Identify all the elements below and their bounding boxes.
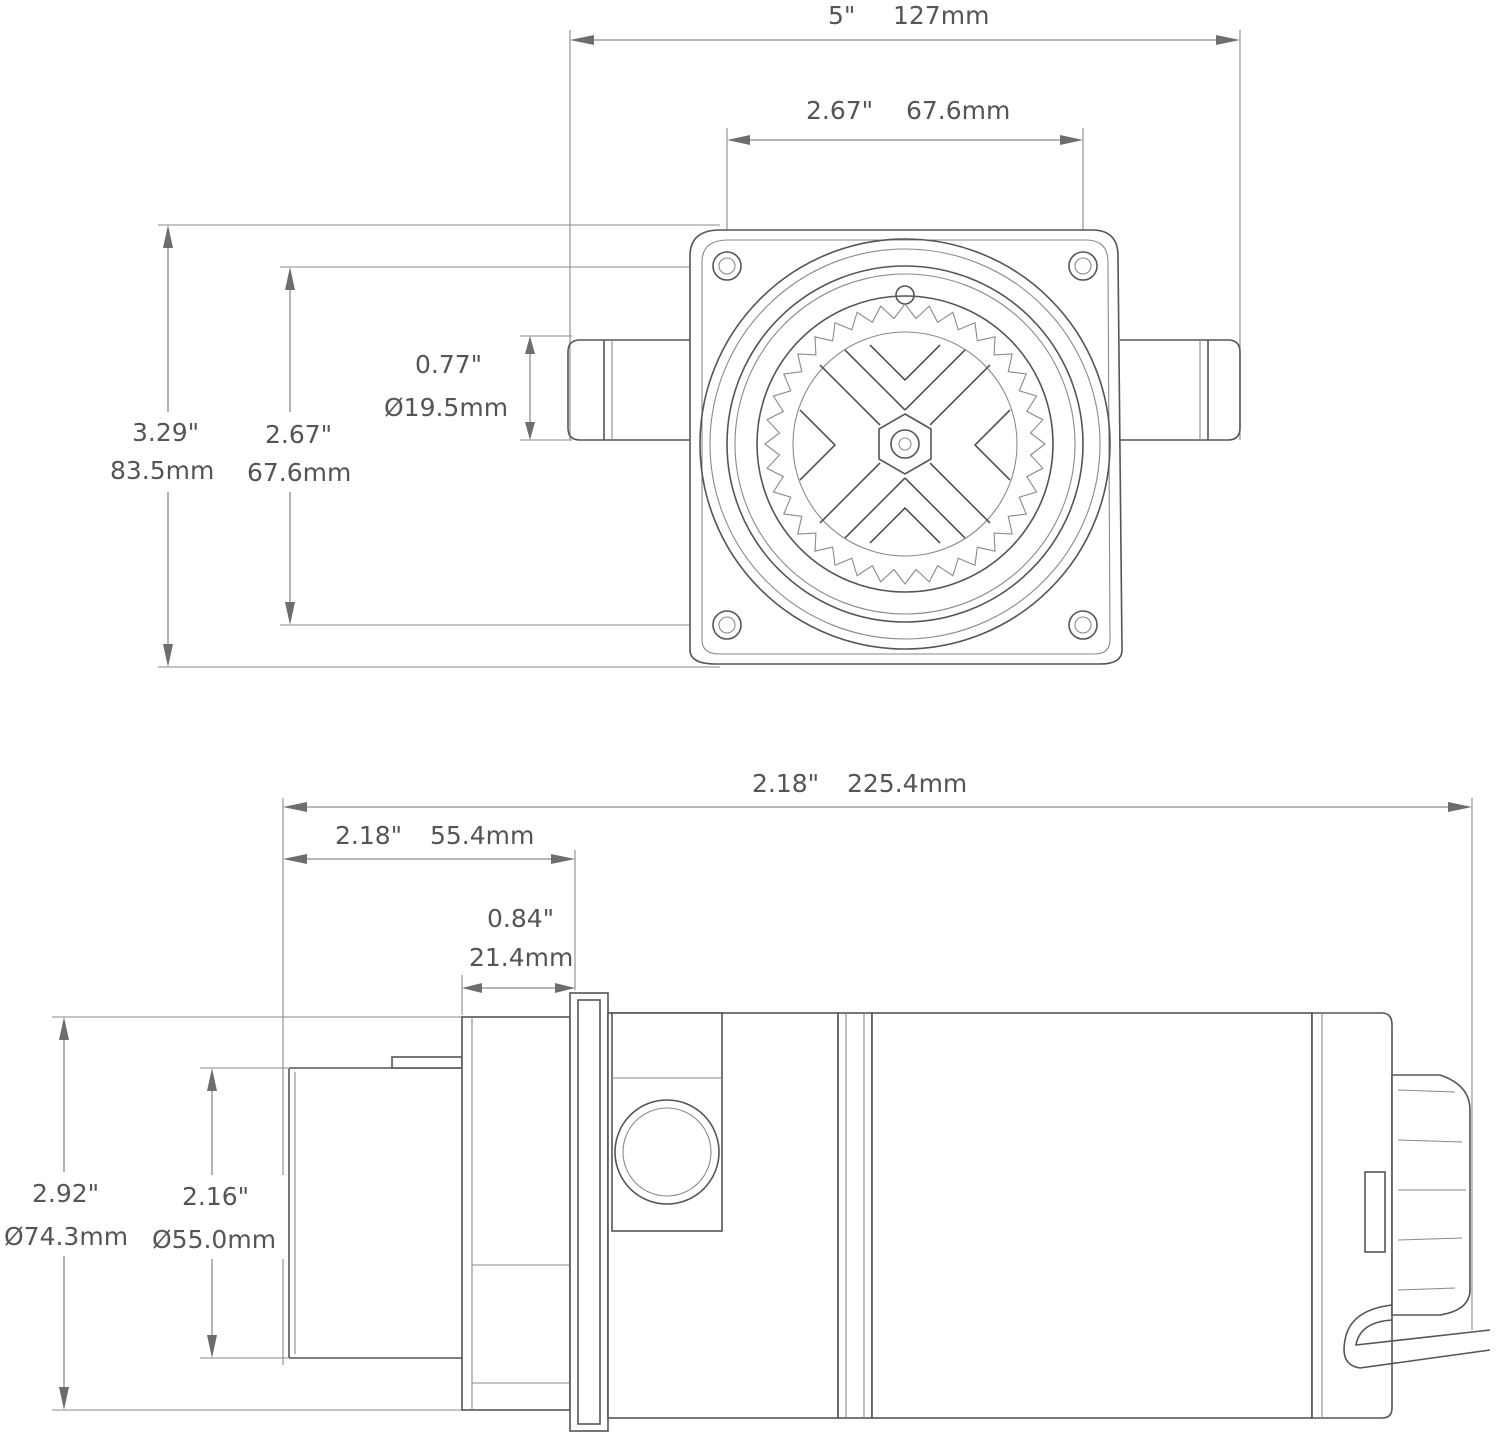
flange-thickness-inch: 0.84" [487, 904, 554, 933]
right-hose-port [1120, 339, 1241, 441]
dimension-overall-width: 5" 127mm [569, 1, 1241, 440]
dimension-hole-spacing-vertical: 2.67" 67.6mm [245, 266, 722, 626]
hole-spacing-v-inch: 2.67" [265, 420, 332, 449]
dimension-port-diameter: 0.77" Ø19.5mm [384, 335, 572, 441]
left-hose-port [567, 339, 690, 441]
hole-spacing-v-mm: 67.6mm [247, 458, 351, 487]
inlet-cylinder [288, 1056, 463, 1359]
overall-height-inch: 3.29" [132, 418, 199, 447]
dimension-overall-height: 3.29" 83.5mm [110, 224, 720, 668]
impeller [764, 303, 1046, 585]
body-diameter-inch: 2.92" [32, 1179, 99, 1208]
side-view: 2.18" 225.4mm 2.18" 55.4mm 0.84" 21.4mm [2, 769, 1491, 1432]
body-diameter-mm: Ø74.3mm [4, 1222, 128, 1251]
pump-head [607, 1012, 839, 1419]
mounting-flange [461, 992, 609, 1432]
pump-housing [699, 238, 1111, 650]
flange-thickness-mm: 21.4mm [469, 943, 573, 972]
dimension-inlet-diameter: 2.16" Ø55.0mm [150, 1067, 288, 1359]
overall-width-mm: 127mm [893, 1, 989, 30]
dimension-flange-thickness: 0.84" 21.4mm [461, 904, 575, 1015]
square-flange [689, 229, 1123, 665]
hole-spacing-h-mm: 67.6mm [906, 96, 1010, 125]
dimension-body-diameter: 2.92" Ø74.3mm [2, 1016, 570, 1411]
front-length-mm: 55.4mm [430, 821, 534, 850]
hole-spacing-h-inch: 2.67" [806, 96, 873, 125]
motor-body [837, 1012, 1393, 1419]
port-diameter-inch: 0.77" [415, 350, 482, 379]
front-length-inch: 2.18" [335, 821, 402, 850]
inlet-diameter-inch: 2.16" [182, 1182, 249, 1211]
dimension-hole-spacing-horizontal: 2.67" 67.6mm [726, 96, 1084, 262]
port-diameter-mm: Ø19.5mm [384, 393, 508, 422]
overall-height-mm: 83.5mm [110, 456, 214, 485]
top-view: 5" 127mm 2.67" 67.6mm 3.29" 83.5mm [110, 1, 1241, 668]
dimension-front-length: 2.18" 55.4mm [283, 821, 576, 990]
inlet-diameter-mm: Ø55.0mm [152, 1225, 276, 1254]
impeller-gear-ring [764, 303, 1046, 585]
overall-length-inch: 2.18" [752, 769, 819, 798]
overall-width-inch: 5" [828, 1, 855, 30]
dimension-overall-length: 2.18" 225.4mm [282, 769, 1473, 1365]
end-cap [1343, 1074, 1491, 1369]
mounting-holes [712, 251, 1098, 640]
overall-length-mm: 225.4mm [847, 769, 967, 798]
